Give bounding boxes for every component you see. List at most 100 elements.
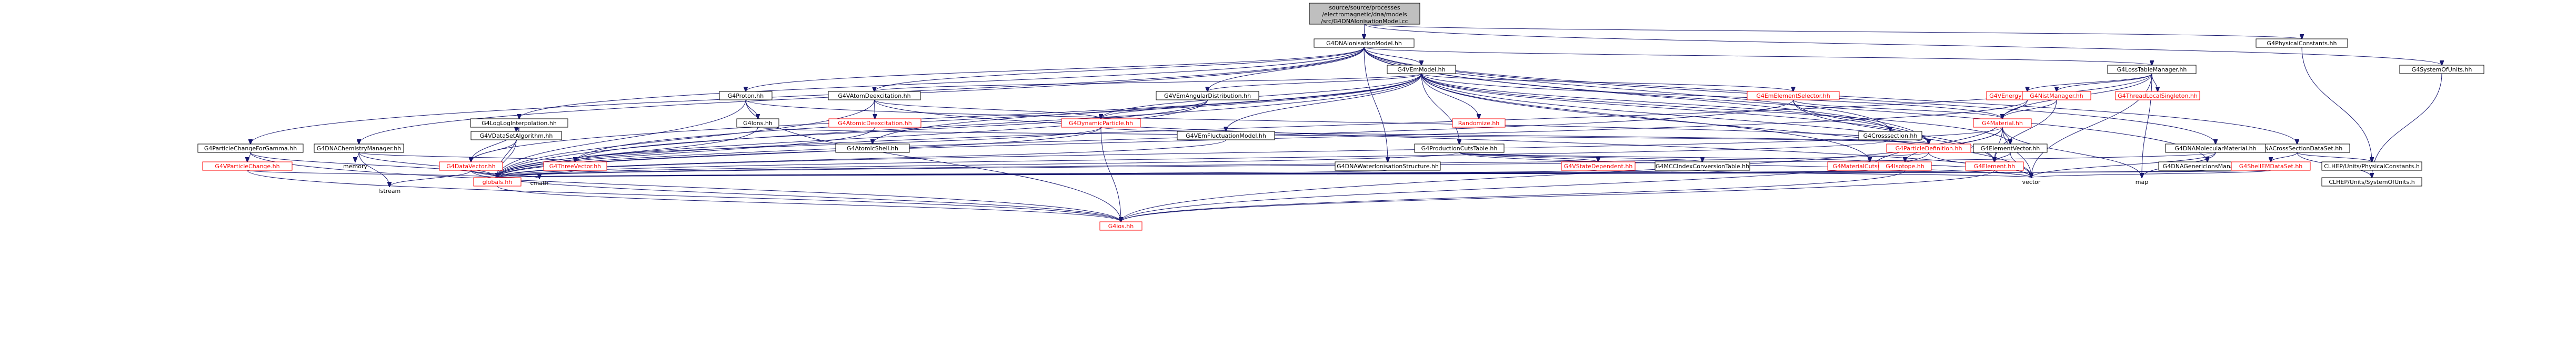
node-clhep-phys[interactable]: CLHEP/Units/PhysicalConstants.h: [2321, 161, 2422, 171]
node-atomicdeexc[interactable]: G4AtomicDeexcitation.hh: [828, 118, 921, 128]
edge-dynparticle-to-particledef: [1100, 127, 1929, 144]
edge-vemmodel-to-particledef: [1421, 73, 1929, 144]
node-label: G4VAtomDeexcitation.hh: [838, 93, 910, 99]
node-clhep-sys[interactable]: CLHEP/Units/SystemOfUnits.h: [2321, 177, 2422, 187]
node-label: G4ParticleChangeForGamma.hh: [204, 145, 297, 152]
node-dnamolmat[interactable]: G4DNAMolecularMaterial.hh: [2165, 143, 2266, 153]
node-threadlocal[interactable]: G4ThreadLocalSingleton.hh: [2115, 91, 2200, 100]
node-box: [1156, 91, 1259, 100]
node-physconst[interactable]: G4PhysicalConstants.hh: [2256, 38, 2348, 48]
node-mccindex[interactable]: G4MCCIndexConversionTable.hh: [1655, 161, 1750, 171]
node-statedep[interactable]: G4VStateDependent.hh: [1561, 161, 1636, 171]
edge-vemmodel-to-emangular: [1208, 73, 1422, 91]
node-emelemsel[interactable]: G4EmElementSelector.hh: [1747, 91, 1840, 100]
node-label: G4VParticleChange.hh: [215, 163, 279, 170]
node-cmath[interactable]: cmath: [530, 180, 549, 187]
node-proton[interactable]: G4Proton.hh: [719, 91, 773, 100]
node-prodcuts[interactable]: G4ProductionCutsTable.hh: [1414, 143, 1505, 153]
node-vemmodel[interactable]: G4VEmModel.hh: [1387, 65, 1456, 74]
node-g4ios[interactable]: G4ios.hh: [1099, 221, 1142, 231]
node-label: G4EmElementSelector.hh: [1756, 93, 1830, 99]
node-ion-hh[interactable]: G4DNAIonisationModel.hh: [1314, 38, 1415, 48]
node-label: G4VDataSetAlgorithm.hh: [480, 132, 553, 139]
node-label: G4DNAMolecularMaterial.hh: [2174, 145, 2256, 152]
edge-ion-hh-to-dnawaterion: [1364, 47, 1388, 162]
node-vdatasetalg[interactable]: G4VDataSetAlgorithm.hh: [470, 131, 562, 140]
node-label: G4DNACrossSectionDataSet.hh: [2252, 145, 2342, 152]
node-isotope[interactable]: G4Isotope.hh: [1878, 161, 1932, 171]
node-particlechange-gamma[interactable]: G4ParticleChangeForGamma.hh: [197, 143, 304, 153]
node-box: [1973, 143, 2048, 153]
node-systemofunits[interactable]: G4SystemOfUnits.hh: [2399, 65, 2484, 74]
edge-ion-hh-to-proton: [746, 47, 1365, 91]
node-emangular[interactable]: G4VEmAngularDistribution.hh: [1156, 91, 1259, 100]
node-crosssection[interactable]: G4Crosssection.hh: [1858, 131, 1922, 140]
node-datavector[interactable]: G4DataVector.hh: [439, 161, 503, 171]
edge-datavector-to-fstream: [389, 170, 472, 187]
node-material[interactable]: G4Material.hh: [1973, 118, 2032, 128]
node-threevector[interactable]: G4ThreeVector.hh: [543, 161, 607, 171]
node-loglin[interactable]: G4LogLogInterpolation.hh: [470, 118, 568, 128]
node-losstable[interactable]: G4LossTableManager.hh: [2107, 65, 2197, 74]
edge-prodcuts-to-mccindex: [1459, 152, 1702, 162]
node-nistmgr[interactable]: G4NistManager.hh: [2022, 91, 2091, 100]
node-elementvector[interactable]: G4ElementVector.hh: [1973, 143, 2048, 153]
edge-ion-hh-to-loglin: [519, 47, 1365, 119]
node-box: [1886, 143, 1971, 153]
nodes: source/source/processes/electromagnetic/…: [197, 3, 2484, 231]
node-box: [543, 161, 607, 171]
node-box: [1335, 161, 1441, 171]
node-globals[interactable]: globals.hh: [473, 177, 522, 187]
node-root[interactable]: source/source/processes/electromagnetic/…: [1309, 3, 1420, 25]
edge-proton-to-globals: [497, 99, 746, 178]
edge-vemmodel-to-datavector: [471, 73, 1422, 162]
edge-particlechange-gamma-to-g4ios: [250, 152, 1121, 222]
node-emfluct[interactable]: G4VEmFluctuationModel.hh: [1177, 131, 1275, 140]
node-randomize[interactable]: Randomize.hh: [1452, 118, 1506, 128]
node-box: [1878, 161, 1932, 171]
node-box: [2022, 91, 2091, 100]
node-label: G4DNAChemistryManager.hh: [317, 145, 401, 152]
node-vector[interactable]: vector: [2022, 179, 2041, 186]
node-vatomicdeexc[interactable]: G4VAtomDeexcitation.hh: [828, 91, 921, 100]
node-label: G4VEmModel.hh: [1397, 66, 1445, 73]
node-vparticlechange[interactable]: G4VParticleChange.hh: [202, 161, 293, 171]
edge-ion-hh-to-crosssection: [1364, 47, 1890, 131]
edge-root-to-ion-hh: [1364, 24, 1365, 39]
node-atomshell[interactable]: G4AtomicShell.hh: [835, 143, 910, 153]
node-particledef[interactable]: G4ParticleDefinition.hh: [1886, 143, 1971, 153]
edge-vdatasetalg-to-globals: [497, 139, 517, 178]
edge-dnachem-to-memory: [355, 152, 359, 162]
edge-vemmodel-to-prodcuts: [1421, 73, 1459, 144]
edge-ion-hh-to-particlechange-gamma: [250, 47, 1365, 144]
node-fstream[interactable]: fstream: [378, 188, 400, 194]
node-ions[interactable]: G4Ions.hh: [736, 118, 779, 128]
node-element[interactable]: G4Element.hh: [1965, 161, 2024, 171]
node-memory[interactable]: memory: [343, 163, 367, 170]
node-dnachem[interactable]: G4DNAChemistryManager.hh: [314, 143, 404, 153]
edge-energyloss-to-material: [2002, 99, 2028, 119]
node-box: [1309, 3, 1420, 25]
node-box: [314, 143, 404, 153]
node-label: vector: [2022, 179, 2041, 186]
edge-root-to-systemofunits: [1364, 24, 2442, 65]
node-box: [736, 118, 779, 128]
node-label: G4LogLogInterpolation.hh: [482, 120, 557, 127]
node-shelleminfo[interactable]: G4ShellEMDataSet.hh: [2231, 161, 2311, 171]
node-label: G4ThreeVector.hh: [549, 163, 602, 170]
node-label: G4ProductionCutsTable.hh: [1421, 145, 1498, 152]
node-dynparticle[interactable]: G4DynamicParticle.hh: [1061, 118, 1141, 128]
node-label: G4DataVector.hh: [446, 163, 495, 170]
node-dnawaterion[interactable]: G4DNAWaterIonisationStructure.hh: [1335, 161, 1441, 171]
node-map[interactable]: map: [2136, 179, 2148, 186]
node-box: [2115, 91, 2200, 100]
edge-vparticlechange-to-g4ios: [247, 170, 1121, 222]
edge-ion-hh-to-losstable: [1364, 47, 2152, 65]
node-label: G4ParticleDefinition.hh: [1896, 145, 1962, 152]
node-label: G4Crosssection.hh: [1863, 132, 1918, 139]
node-dnacross[interactable]: G4DNACrossSectionDataSet.hh: [2244, 143, 2350, 153]
node-label: globals.hh: [483, 179, 513, 186]
node-label: G4NistManager.hh: [2030, 93, 2083, 99]
edge-vparticlechange-to-globals: [247, 170, 497, 178]
